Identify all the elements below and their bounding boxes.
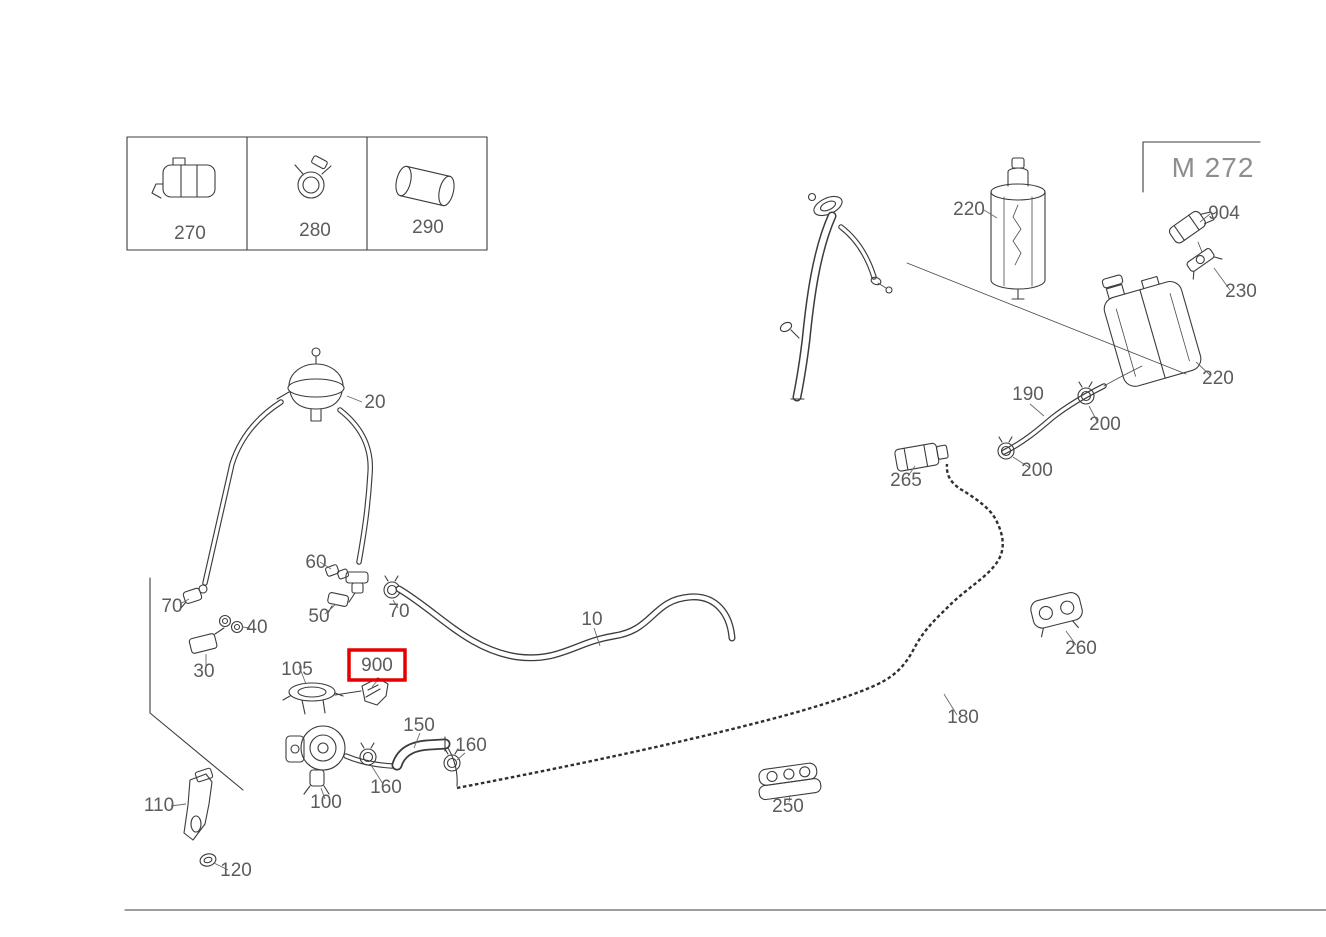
ring-105-drawing [282, 682, 362, 715]
pump-100-drawing [285, 725, 346, 795]
bracket-260-drawing [1030, 592, 1083, 638]
frame-lines [149, 262, 1187, 791]
tee-fitting-drawing [345, 571, 369, 603]
fitting-900-drawing [361, 677, 389, 706]
callout-250[interactable]: 250 [772, 796, 804, 817]
filler-pipe-drawing [779, 192, 893, 402]
valve-904-drawing [1168, 210, 1215, 244]
fuel-line-180-drawing [456, 463, 1004, 790]
rings-40-drawing [218, 614, 244, 634]
callout-50[interactable]: 50 [308, 606, 329, 627]
clip-50-drawing [327, 592, 350, 614]
callout-200-upper[interactable]: 200 [1089, 414, 1121, 435]
callout-160-left[interactable]: 160 [370, 777, 402, 798]
callout-265[interactable]: 265 [890, 470, 922, 491]
clamp-280-drawing [294, 155, 332, 199]
callout-110[interactable]: 110 [144, 795, 174, 816]
callout-70-left[interactable]: 70 [161, 596, 182, 617]
pump-20-drawing [276, 347, 345, 422]
callout-20[interactable]: 20 [364, 392, 385, 413]
callout-10[interactable]: 10 [581, 609, 602, 630]
canister-220-side-drawing [1101, 274, 1202, 387]
legend-grid [126, 136, 488, 251]
callout-105[interactable]: 105 [281, 659, 313, 680]
engine-variant-label: M 272 [1172, 152, 1255, 183]
hose-pump-right-drawing [337, 407, 374, 565]
callout-40[interactable]: 40 [246, 617, 267, 638]
ring-120-drawing [199, 853, 217, 867]
bracket-250-drawing [758, 762, 822, 801]
hose-pump-left-drawing [198, 399, 284, 594]
tube-290-drawing [395, 165, 455, 207]
callout-100[interactable]: 100 [310, 792, 342, 813]
engine-variant-box [1142, 141, 1261, 193]
callout-120[interactable]: 120 [220, 860, 252, 881]
clamp-160-right-drawing [443, 748, 461, 772]
callout-280[interactable]: 280 [299, 220, 331, 241]
bracket-110-drawing [183, 767, 214, 841]
bracket-30-drawing [188, 627, 225, 654]
callout-70-right[interactable]: 70 [388, 601, 409, 622]
callout-190[interactable]: 190 [1012, 384, 1044, 405]
clamp-200-lower-drawing [997, 436, 1015, 460]
callout-904[interactable]: 904 [1208, 203, 1240, 224]
clamp-230-drawing [1186, 248, 1223, 280]
hose-to-elbow-drawing [343, 753, 395, 769]
callout-260[interactable]: 260 [1065, 638, 1097, 659]
leader-lines [170, 209, 1231, 871]
clamp-160-left-drawing [359, 742, 377, 766]
link-904-230 [1197, 241, 1203, 253]
callout-220-top[interactable]: 220 [953, 199, 985, 220]
callout-900[interactable]: 900 [361, 655, 393, 676]
hose-10-drawing [395, 585, 736, 662]
callout-160-right[interactable]: 160 [455, 735, 487, 756]
callout-60[interactable]: 60 [305, 552, 326, 573]
clip-70-left-drawing [180, 587, 203, 609]
callout-200-lower[interactable]: 200 [1021, 460, 1053, 481]
callout-290[interactable]: 290 [412, 217, 444, 238]
hose-190-drawing [1001, 365, 1143, 455]
callout-150[interactable]: 150 [403, 715, 435, 736]
callout-270[interactable]: 270 [174, 223, 206, 244]
callout-30[interactable]: 30 [193, 661, 214, 682]
clamp-200-upper-drawing [1077, 381, 1095, 405]
valve-265-drawing [894, 442, 949, 472]
callout-220-side[interactable]: 220 [1202, 368, 1234, 389]
highlight-box-900 [347, 648, 407, 682]
canister-220-top-drawing [990, 157, 1046, 300]
clip-270-drawing [151, 157, 216, 199]
callout-180[interactable]: 180 [947, 707, 979, 728]
callout-230[interactable]: 230 [1225, 281, 1257, 302]
